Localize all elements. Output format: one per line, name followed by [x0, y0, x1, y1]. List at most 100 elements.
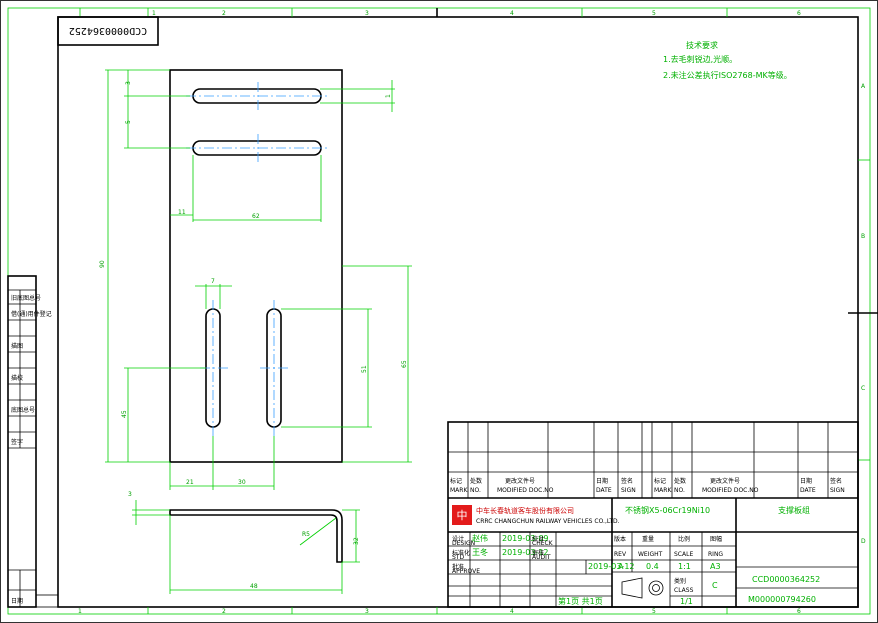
- approve-en: APPROVE: [452, 568, 480, 575]
- dim-51: 51: [361, 365, 368, 373]
- material: 不锈钢X5-06Cr19Ni10: [625, 505, 710, 515]
- scale-en: SCALE: [674, 551, 693, 558]
- class-value: C: [712, 581, 718, 590]
- dim-21: 21: [186, 479, 194, 486]
- dim-v-slot-width: 7: [211, 278, 215, 285]
- zone-col-2-bottom: 2: [222, 608, 226, 615]
- rev-qty-label: 处数: [470, 477, 482, 485]
- rev-mark-en: MARK: [450, 487, 468, 494]
- zone-col-3-bottom: 3: [365, 608, 369, 615]
- audit-en: AUDIT: [532, 554, 551, 561]
- rev-qty-label-2: 处数: [674, 477, 686, 485]
- dim-total-width: 48: [250, 583, 258, 590]
- zone-col-1-top: 1: [152, 10, 156, 17]
- side-registration-table: [7, 275, 59, 608]
- zone-col-5-top: 5: [652, 10, 656, 17]
- designer-name: 赵伟: [472, 533, 488, 543]
- rev-modified-label: 更改文件号: [505, 477, 535, 485]
- rev-modified-en-2: MODIFIED DOC.NO: [702, 487, 759, 494]
- audit-label: 审核: [532, 549, 544, 557]
- part-name: 支撑板组: [778, 505, 810, 515]
- zone-ticks-top: [79, 8, 728, 17]
- ring-label: 图幅: [710, 535, 722, 543]
- zone-row-d: D: [861, 538, 866, 545]
- class-label: 类别: [674, 577, 686, 585]
- side-label-7: 日期: [11, 597, 23, 605]
- dim-radius: R5: [302, 531, 310, 538]
- dim-bend-height: 32: [353, 537, 360, 545]
- approve-label: 批准: [452, 563, 464, 571]
- side-label-4: 描校: [11, 374, 23, 382]
- rev-en: REV: [614, 551, 627, 558]
- page-label: 第1页 共1页: [558, 596, 603, 606]
- check-en: CHECK: [532, 540, 554, 547]
- svg-text:中: 中: [457, 509, 468, 522]
- dim-top-slot-h2: 5: [125, 120, 132, 124]
- side-label-1: 旧底图总号: [11, 294, 41, 302]
- dim-top-slot-h1: 3: [125, 81, 132, 85]
- rev-sign-label: 签名: [621, 477, 633, 485]
- dim-top-right-small: 1: [385, 94, 392, 98]
- document-number: M000000794260: [748, 595, 816, 604]
- rev-modified-label-2: 更改文件号: [710, 477, 740, 485]
- side-label-6: 签字: [11, 438, 23, 446]
- rev-modified-en: MODIFIED DOC.NO: [497, 487, 554, 494]
- rev-sign-en-2: SIGN: [830, 487, 845, 494]
- plate-side-view: [132, 500, 360, 594]
- rev-label: 版本: [614, 535, 626, 543]
- sheet-border-green: [7, 7, 871, 615]
- dim-height-90: 90: [99, 260, 106, 268]
- side-label-2: 借(通)用件登记: [11, 310, 52, 318]
- rev-value: A: [618, 562, 624, 571]
- company-name-cn: 中车长春轨道客车股份有限公司: [476, 506, 574, 515]
- tech-req-line-2: 2.未注公差执行ISO2768-MK等级。: [663, 70, 792, 80]
- class-en: CLASS: [674, 587, 694, 594]
- weight-en: WEIGHT: [638, 551, 663, 558]
- rev-mark-label-2: 标记: [654, 477, 666, 485]
- check-label: 校对: [532, 535, 544, 543]
- rev-mark-en-2: MARK: [654, 487, 672, 494]
- ring-value: A3: [710, 562, 721, 571]
- zone-col-4-top: 4: [510, 10, 514, 17]
- company-logo: 中: [452, 505, 472, 525]
- rev-qty-en-2: NO.: [674, 487, 685, 494]
- zone-col-6-bottom: 6: [797, 608, 801, 615]
- rev-date-en: DATE: [596, 487, 612, 494]
- code-stamp-box: [57, 16, 159, 46]
- design-date: 2019-03-09: [502, 534, 549, 543]
- zone-col-2-top: 2: [222, 10, 226, 17]
- rev-date-label-2: 日期: [800, 477, 812, 485]
- zone-col-1-bottom: 1: [78, 608, 82, 615]
- code-stamp: CCD0000364252: [69, 25, 147, 36]
- rev-mark-label: 标记: [450, 477, 462, 485]
- scale-label: 比例: [678, 535, 690, 543]
- design-label: 设计: [452, 535, 464, 543]
- company-name-en: CRRC CHANGCHUN RAILWAY VEHICLES CO.,LTD.: [476, 518, 620, 525]
- drawing-code: CCD0000364252: [752, 575, 820, 584]
- zone-row-c: C: [861, 385, 865, 392]
- scale-value: 1:1: [678, 562, 691, 571]
- zone-col-4-bottom: 4: [510, 608, 514, 615]
- projection-symbol: [621, 577, 664, 599]
- std-date: 2019-03-12: [502, 548, 549, 557]
- zone-col-3-top: 3: [365, 10, 369, 17]
- title-block-grid: [447, 421, 859, 608]
- rev-date-label: 日期: [596, 477, 608, 485]
- plate-front-view: [169, 69, 343, 463]
- zone-row-b: B: [861, 233, 865, 240]
- zone-ticks-right: [848, 159, 878, 461]
- dim-inner-small-1: 11: [178, 209, 186, 216]
- dim-30: 30: [238, 479, 246, 486]
- dim-thickness: 3: [128, 491, 132, 498]
- design-en: DESIGN: [452, 540, 475, 547]
- dim-65: 65: [401, 360, 408, 368]
- rev-sign-label-2: 签名: [830, 477, 842, 485]
- rev-qty-en: NO.: [470, 487, 481, 494]
- zone-row-a: A: [861, 83, 866, 90]
- std-name: 王冬: [472, 547, 488, 557]
- weight-value: 0.4: [646, 562, 659, 571]
- zone-ticks-bottom: [147, 607, 728, 614]
- side-label-3: 描图: [11, 342, 23, 350]
